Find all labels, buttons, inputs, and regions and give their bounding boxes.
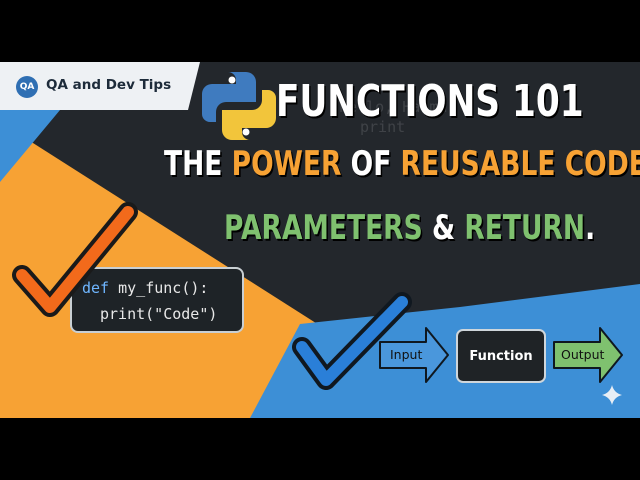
letterbox-top <box>0 0 640 62</box>
sparkle-icon <box>602 385 622 405</box>
code-signature: my_func(): <box>109 279 209 297</box>
thumbnail-frame: 'hello, Hasma!' print QA QA and Dev Tips… <box>0 62 640 418</box>
subtitle-text: THE <box>164 144 232 184</box>
subtitle-text: . <box>585 208 596 248</box>
badge-background <box>0 62 200 110</box>
ghost-code-line1: 'hello, Hasma!' <box>330 98 466 116</box>
input-label: Input <box>390 347 423 362</box>
blue-checkmark-icon <box>292 292 412 390</box>
orange-left-strip <box>0 192 60 418</box>
channel-badge[interactable]: QA QA and Dev Tips <box>0 62 200 110</box>
code-snippet: def my_func(): print("Code") <box>70 267 244 333</box>
output-label: Output <box>561 347 605 362</box>
subtitle-text: OF <box>341 144 401 184</box>
code-line-body: print("Code") <box>100 305 218 323</box>
subtitle-highlight-parameters: PARAMETERS <box>224 208 423 248</box>
title-main: FUNCTIONS 101 <box>276 76 584 127</box>
subtitle-highlight-reusable: REUSABLE CODE <box>400 144 640 184</box>
subtitle-text: & <box>422 208 465 248</box>
input-arrow-icon <box>379 327 449 383</box>
ghost-code-line2: print <box>360 118 406 136</box>
title-subtitle-2: PARAMETERS & RETURN. <box>224 208 595 248</box>
code-line-def: def my_func(): <box>82 279 208 297</box>
code-keyword: def <box>82 279 110 297</box>
output-arrow-icon <box>553 327 623 383</box>
flow-layer <box>12 202 623 405</box>
blue-corner <box>0 110 60 182</box>
subtitle-highlight-power: POWER <box>231 144 342 184</box>
python-logo-icon <box>202 72 276 140</box>
orange-checkmark-icon <box>12 202 138 317</box>
avatar: QA <box>16 76 38 98</box>
title-subtitle-1: THE POWER OF REUSABLE CODE. <box>164 144 640 184</box>
channel-name: QA and Dev Tips <box>46 77 172 93</box>
function-label: Function <box>469 348 533 364</box>
python-logo-layer <box>202 72 276 140</box>
subtitle-highlight-return: RETURN <box>464 208 586 248</box>
letterbox-bottom <box>0 418 640 480</box>
function-box: Function <box>456 329 546 383</box>
